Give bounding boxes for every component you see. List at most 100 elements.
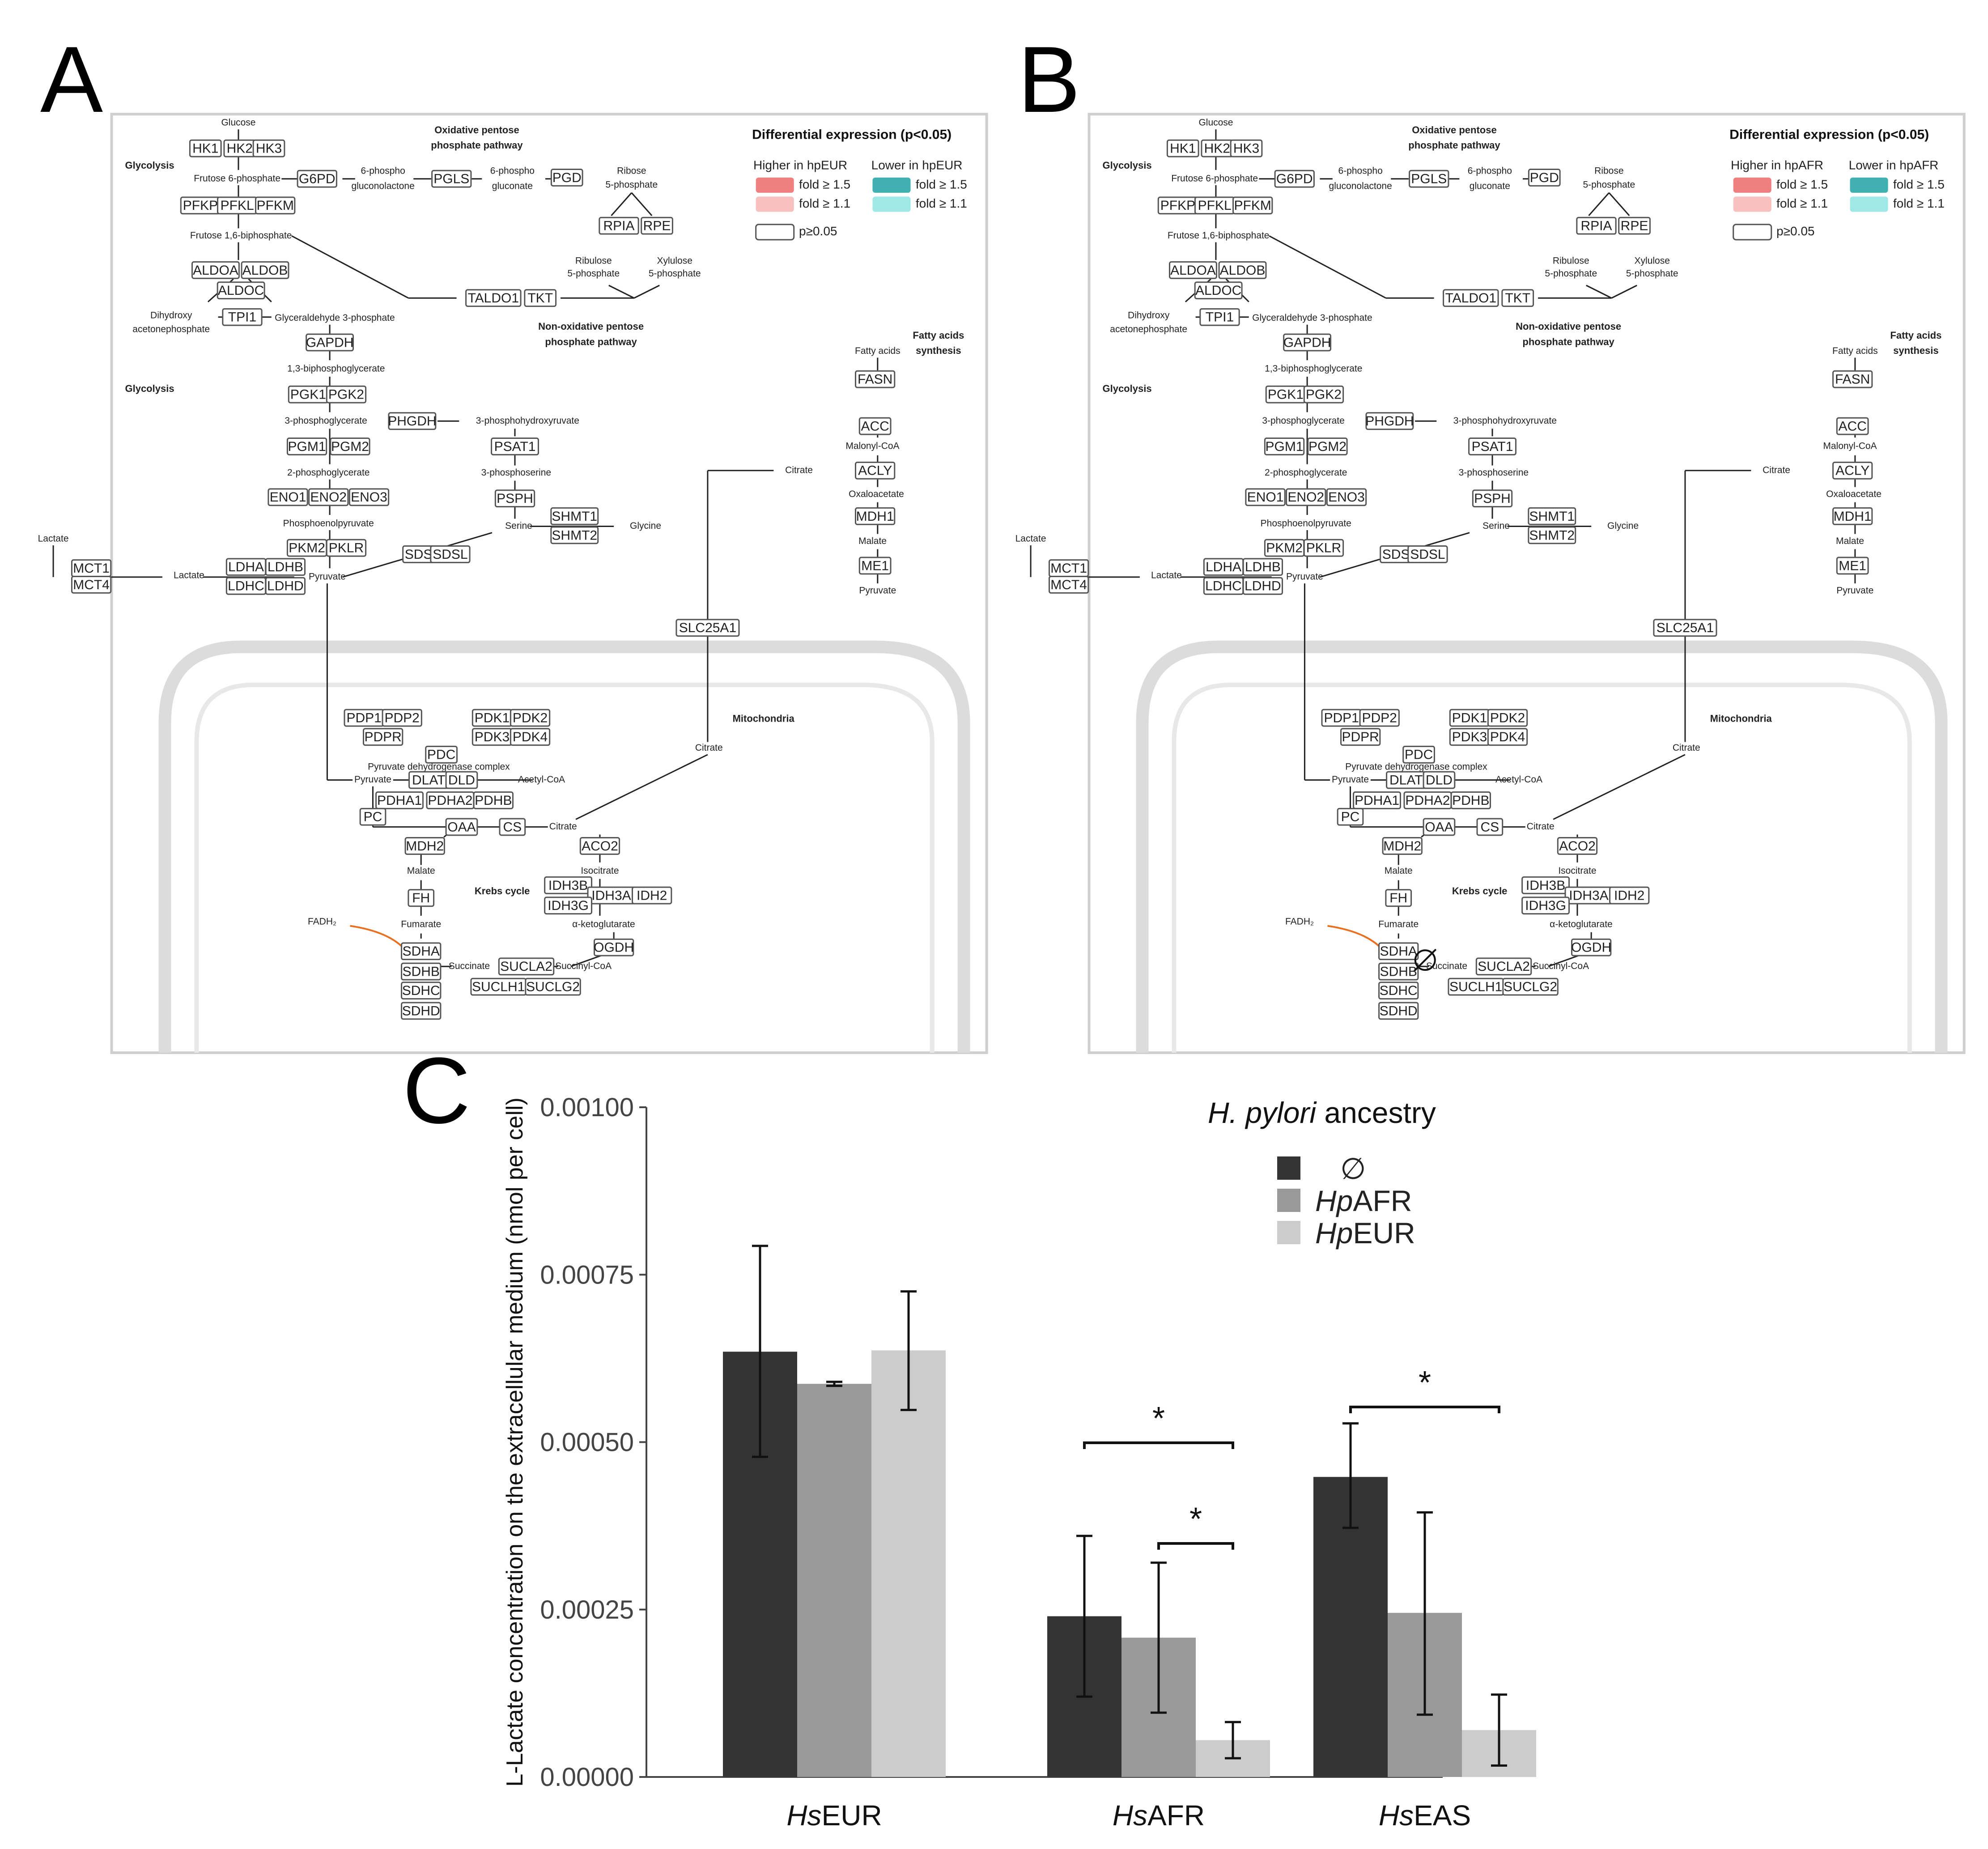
section-label-mito: Mitochondria xyxy=(1710,713,1772,724)
gene-rpia: RPIA xyxy=(1576,217,1617,235)
gene-pdk3: PDK3 xyxy=(472,728,513,746)
gene-box xyxy=(1307,437,1348,455)
gene-suclh1: SUCLH1 xyxy=(1448,978,1504,996)
x-category-label: HsAFR xyxy=(1113,1799,1205,1832)
gene-psph: PSPH xyxy=(1472,489,1513,508)
pathway-arrow xyxy=(608,285,635,299)
gene-box xyxy=(404,837,445,855)
section-label-glycolysis: Glycolysis xyxy=(1102,160,1151,171)
gene-sdhb: SDHB xyxy=(1378,962,1419,981)
gene-label: PFKL xyxy=(221,198,254,213)
metabolite-ru5p_2: 5-phosphate xyxy=(567,268,620,279)
gene-box xyxy=(1423,771,1456,789)
gene-pdp2: PDP2 xyxy=(382,709,422,727)
gene-shmt1: SHMT1 xyxy=(550,507,599,525)
metabolite-g3p: Glyceraldehyde 3-phosphate xyxy=(275,313,395,323)
panel-label-b: B xyxy=(1018,27,1080,132)
gene-idh2: IDH2 xyxy=(632,886,672,905)
gene-pdha2: PDHA2 xyxy=(426,791,475,809)
gene-pgk1: PGK1 xyxy=(288,385,329,404)
gene-mdh2: MDH2 xyxy=(404,837,445,855)
gene-pgls: PGLS xyxy=(1409,170,1449,188)
gene-label: DLAT xyxy=(1389,773,1423,787)
gene-label: MDH1 xyxy=(856,509,894,524)
gene-label: PDK3 xyxy=(475,730,510,744)
gene-box xyxy=(1836,557,1869,575)
gene-box xyxy=(1232,196,1273,215)
gene-box xyxy=(189,139,222,157)
metabolite-malonyl: Malonyl-CoA xyxy=(845,441,899,451)
gene-label: PFKM xyxy=(1234,198,1271,213)
gene-label: PFKP xyxy=(1160,198,1195,213)
gene-box xyxy=(1286,488,1326,506)
legend-swatch-higher-strong xyxy=(1733,177,1771,193)
gene-box xyxy=(491,437,539,455)
metabolite-glycine: Glycine xyxy=(1607,521,1639,531)
null-symbol-stroke xyxy=(1414,948,1437,972)
legend-swatch-higher-strong xyxy=(756,177,794,193)
gene-label: FH xyxy=(1389,891,1407,905)
metabolite-x5p_1: Xylulose xyxy=(657,256,692,266)
gene-box xyxy=(1472,489,1513,508)
gene-label: SDHD xyxy=(1380,1003,1418,1018)
gene-box xyxy=(510,728,551,746)
gene-label: RPIA xyxy=(603,219,634,234)
gene-box xyxy=(465,289,522,307)
gene-gapdh: GAPDH xyxy=(1283,333,1332,352)
gene-label: G6PD xyxy=(1276,172,1313,187)
gene-box xyxy=(1337,808,1364,826)
gene-label: PGK1 xyxy=(1268,387,1304,402)
gene-g6pd: G6PD xyxy=(297,170,337,188)
legend-higher-label: Higher in hpEUR xyxy=(753,158,847,172)
gene-label: DLAT xyxy=(412,773,445,787)
metabolite-citrate_c: Citrate xyxy=(1763,465,1790,475)
metabolite-f16bp: Frutose 1,6-biphosphate xyxy=(1168,230,1270,241)
pdc-complex-label: Pyruvate dehydrogenase complex xyxy=(368,762,510,772)
metabolite-pg_lactone_1: 6-phospho xyxy=(1338,166,1383,176)
metabolite-mito_pyruvate: Pyruvate xyxy=(354,774,391,785)
gene-label: PGLS xyxy=(433,172,469,187)
metabolite-pep: Phosphoenolpyruvate xyxy=(1261,518,1351,528)
gene-box xyxy=(524,289,557,307)
gene-box xyxy=(550,168,583,187)
gene-pfkl: PFKL xyxy=(217,196,258,215)
gene-slc25a1: SLC25A1 xyxy=(675,619,740,637)
metabolite-succinate: Succinate xyxy=(449,961,490,971)
gene-box xyxy=(675,619,740,637)
metabolite-bpg: 1,3-biphosphoglycerate xyxy=(1265,364,1362,374)
gene-label: IDH2 xyxy=(637,888,667,903)
metabolite-malonyl: Malonyl-CoA xyxy=(1823,441,1877,451)
metabolite-glycine: Glycine xyxy=(630,521,661,531)
gene-box xyxy=(525,978,581,996)
gene-label: PFKP xyxy=(183,198,218,213)
gene-label: HK1 xyxy=(1170,141,1196,156)
gene-box xyxy=(425,745,458,764)
gene-label: SDHC xyxy=(1380,983,1418,998)
metabolite-pg_lactone_1: 6-phospho xyxy=(361,166,405,176)
gene-sucla2: SUCLA2 xyxy=(1475,957,1532,976)
gene-box xyxy=(286,437,327,455)
gene-sdsl: SDSL xyxy=(430,545,471,563)
metabolite-pyruvate_c: Pyruvate xyxy=(859,586,896,596)
gene-fh: FH xyxy=(1385,889,1412,907)
gene-sdhb: SDHB xyxy=(401,962,442,981)
gene-pdha2: PDHA2 xyxy=(1403,791,1452,809)
metabolite-dhap_2: acetonephosphate xyxy=(1110,324,1187,335)
gene-label: PDHB xyxy=(475,793,512,808)
gene-label: SDHA xyxy=(1380,944,1417,959)
gene-idh3a: IDH3A xyxy=(587,886,636,905)
metabolite-f16bp: Frutose 1,6-biphosphate xyxy=(190,230,292,241)
legend-swatch xyxy=(1277,1156,1300,1180)
metabolite-php: 3-phosphohydroxyruvate xyxy=(1453,416,1557,426)
gene-label: FH xyxy=(412,891,430,905)
metabolite-r5p_2: 5-phosphate xyxy=(1583,179,1635,190)
gene-label: LDHB xyxy=(268,560,303,574)
gene-label: G6PD xyxy=(299,172,336,187)
gene-acc: ACC xyxy=(858,417,892,435)
gene-label: PDK4 xyxy=(1490,730,1525,744)
legend-title: H. pylori ancestry xyxy=(1208,1096,1436,1129)
gene-box xyxy=(1353,791,1401,809)
gene-box xyxy=(445,818,478,836)
gene-label: PGK2 xyxy=(1306,387,1342,402)
